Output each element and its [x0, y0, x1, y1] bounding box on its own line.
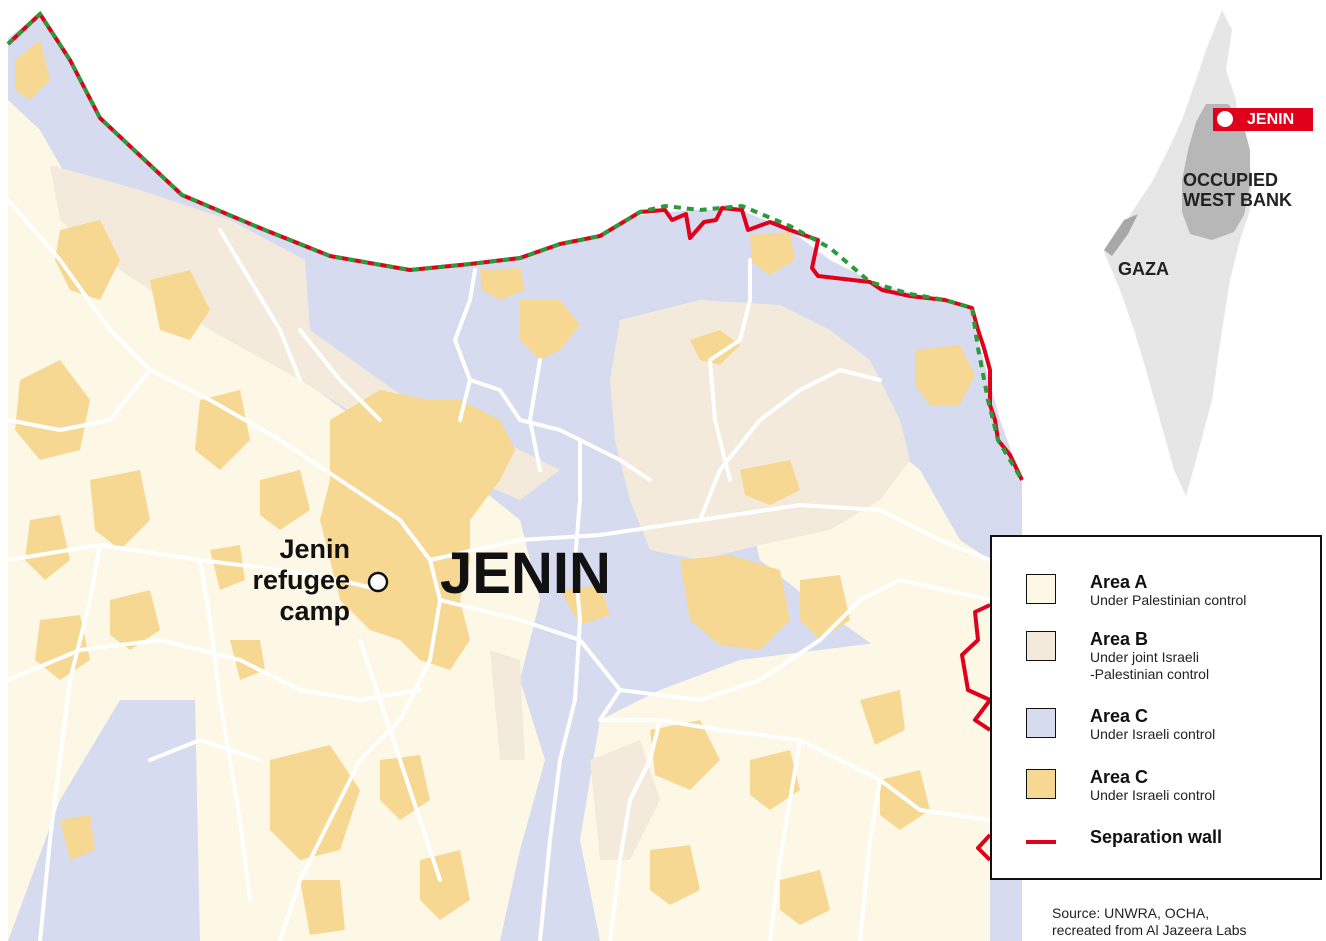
built-up-areas	[15, 40, 975, 935]
legend-subtitle: Under Israeli control	[1090, 787, 1216, 803]
area-b-region	[490, 650, 525, 760]
inset-gaza-shape	[1104, 214, 1138, 256]
green-line	[6, 10, 1024, 482]
source-note: Source: UNWRA, OCHA, recreated from Al J…	[1052, 905, 1247, 938]
roads	[6, 198, 992, 941]
legend-subtitle: Under Israeli control	[1090, 726, 1216, 742]
inset-badge-label: JENIN	[1247, 111, 1295, 128]
legend-swatch-area-c	[1026, 708, 1056, 738]
refugee-camp-marker	[367, 571, 389, 593]
legend-title: Area C	[1090, 706, 1149, 726]
legend-title: Area A	[1090, 572, 1148, 592]
legend-title: Area B	[1090, 629, 1149, 649]
map-legend: Area A Under Palestinian control Area B …	[990, 535, 1322, 880]
inset-israel-shape	[1104, 10, 1252, 496]
inset-jenin-badge: JENIN	[1213, 108, 1313, 131]
legend-wall-line	[1026, 840, 1056, 844]
separation-wall	[976, 833, 992, 862]
separation-wall	[960, 603, 992, 732]
refugee-camp-label: Jenin refugee camp	[252, 534, 350, 626]
legend-title: Area C	[1090, 767, 1149, 787]
legend-subtitle: Under Palestinian control	[1090, 592, 1247, 608]
legend-title: Separation wall	[1090, 827, 1223, 847]
inset-region-label: OCCUPIED WEST BANK	[1183, 170, 1292, 210]
area-b-region	[590, 740, 660, 860]
inset-gaza-label: GAZA	[1118, 259, 1169, 279]
legend-swatch-area-b	[1026, 631, 1056, 661]
separation-wall	[6, 12, 1024, 481]
legend-swatch-area-a	[1026, 574, 1056, 604]
area-b-region	[610, 300, 910, 560]
legend-subtitle: Under joint Israeli -Palestinian control	[1090, 649, 1210, 682]
inset-west-bank-shape	[1182, 104, 1250, 240]
location-dot-icon	[1217, 111, 1233, 127]
legend-swatch-built-up	[1026, 769, 1056, 799]
city-label: JENIN	[440, 541, 611, 606]
